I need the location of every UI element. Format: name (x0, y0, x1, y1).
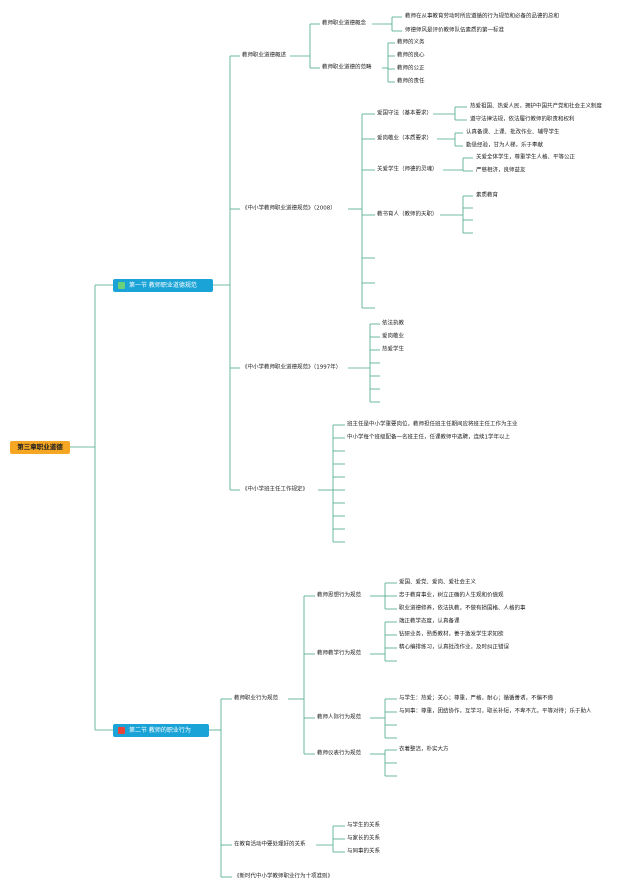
node-gaishu[interactable]: 教师职业道德概述 (242, 52, 287, 59)
node-jiaoxue[interactable]: 教师教学行为规范 (317, 650, 362, 657)
leaf-node[interactable]: 忠于教育事业，树立正确的人生观和价值观 (399, 592, 504, 599)
leaf-node[interactable]: 爱国、爱党、爱岗、爱社会主义 (399, 579, 477, 586)
section-label: 第一节 教师职业道德规范 (129, 282, 197, 289)
leaf-node[interactable]: 勤恳经验，甘为人梯，乐于奉献 (466, 142, 544, 149)
node-jiaoshu[interactable]: 教书育人（教师的天职） (377, 211, 438, 218)
node-gf1997[interactable]: 《中小学教师职业道德规范》（1997年） (242, 364, 342, 371)
node-gf2008[interactable]: 《中小学教师职业道德规范》（2008） (242, 205, 336, 212)
node-aigang[interactable]: 爱岗敬业（本质要求） (377, 135, 433, 142)
leaf-node[interactable]: 与同事：尊重，团结协作，互学习，取长补短，不卑不亢，平等对待；乐于助人 (399, 708, 592, 715)
node-sixiang[interactable]: 教师思想行为规范 (317, 592, 362, 599)
leaf-node[interactable]: 素质教育 (476, 192, 499, 199)
leaf-node[interactable]: 职业道德修养，依法执教，不做有损国格、人格的事 (399, 605, 526, 612)
section-node-2[interactable]: 第二节 教师的职业行为 (113, 724, 209, 737)
section-label: 第二节 教师的职业行为 (129, 727, 191, 734)
book-icon (118, 727, 125, 734)
leaf-node[interactable]: 严慈相济，良师益友 (476, 167, 526, 174)
node-aiguo[interactable]: 爱国守法（基本要求） (377, 110, 433, 117)
node-fanchou[interactable]: 教师职业道德的范畴 (322, 64, 372, 71)
leaf-node[interactable]: 热爱祖国、热爱人民，拥护中国共产党和社会主义制度 (470, 103, 603, 110)
node-xingwei[interactable]: 教师职业行为规范 (234, 695, 279, 702)
node-renji[interactable]: 教师人际行为规范 (317, 714, 362, 721)
node-guanxi[interactable]: 在教育活动中要处理好的关系 (234, 841, 306, 848)
leaf-node[interactable]: 教师的良心 (397, 52, 425, 59)
leaf-node[interactable]: 与学生的关系 (347, 822, 381, 829)
leaf-node[interactable]: 教师的义务 (397, 39, 425, 46)
leaf-node[interactable]: 与学生：热爱；关心；尊重，严格，耐心；循循善诱，不偏不倚 (399, 695, 554, 702)
root-node[interactable]: 第三章职业道德 (10, 441, 70, 454)
leaf-node[interactable]: 钻研业务，熟悉教材，善于激发学生求知欲 (399, 631, 504, 638)
leaf-node[interactable]: 中小学每个班级配备一名班主任，任课教师中选聘，连续1学年以上 (347, 434, 511, 441)
leaf-node[interactable]: 热爱学生 (382, 346, 405, 353)
node-zhunze[interactable]: 《新时代中小学教师职业行为十项准则》 (234, 873, 334, 880)
leaf-node[interactable]: 教师的公正 (397, 65, 425, 72)
leaf-node[interactable]: 精心编排练习，认真批改作业，及时纠正错误 (399, 644, 510, 651)
leaf-node[interactable]: 师德师风是评价教师队伍素质的第一标准 (405, 27, 505, 34)
leaf-node[interactable]: 遵守法律法规，依法履行教师的职责和权利 (470, 116, 575, 123)
section-node-1[interactable]: 第一节 教师职业道德规范 (113, 279, 213, 292)
node-yibiao[interactable]: 教师仪表行为规范 (317, 750, 362, 757)
leaf-node[interactable]: 认真备课、上课、批改作业、辅导学生 (466, 129, 560, 136)
leaf-node[interactable]: 关爱全体学生，尊重学生人格、平等公正 (476, 154, 576, 161)
leaf-node[interactable]: 教师在从事教育劳动时所应遵循的行为规范和必备的品德的总和 (405, 13, 560, 20)
node-guanai[interactable]: 关爱学生（师德的灵魂） (377, 166, 438, 173)
leaf-node[interactable]: 依法执教 (382, 320, 405, 327)
node-gainian[interactable]: 教师职业道德概念 (322, 20, 367, 27)
leaf-node[interactable]: 与同事的关系 (347, 848, 381, 855)
leaf-node[interactable]: 衣着整洁，朴实大方 (399, 746, 449, 753)
leaf-node[interactable]: 爱岗敬业 (382, 333, 405, 340)
leaf-node[interactable]: 班主任是中小学重要岗位，教师担任班主任期间应将班主任工作为主业 (347, 421, 518, 428)
leaf-node[interactable]: 教师的责任 (397, 78, 425, 85)
badge-icon (118, 282, 125, 289)
leaf-node[interactable]: 端正教学态度，认真备课 (399, 618, 460, 625)
leaf-node[interactable]: 与家长的关系 (347, 835, 381, 842)
node-banzhuren[interactable]: 《中小学班主任工作规定》 (242, 486, 309, 493)
